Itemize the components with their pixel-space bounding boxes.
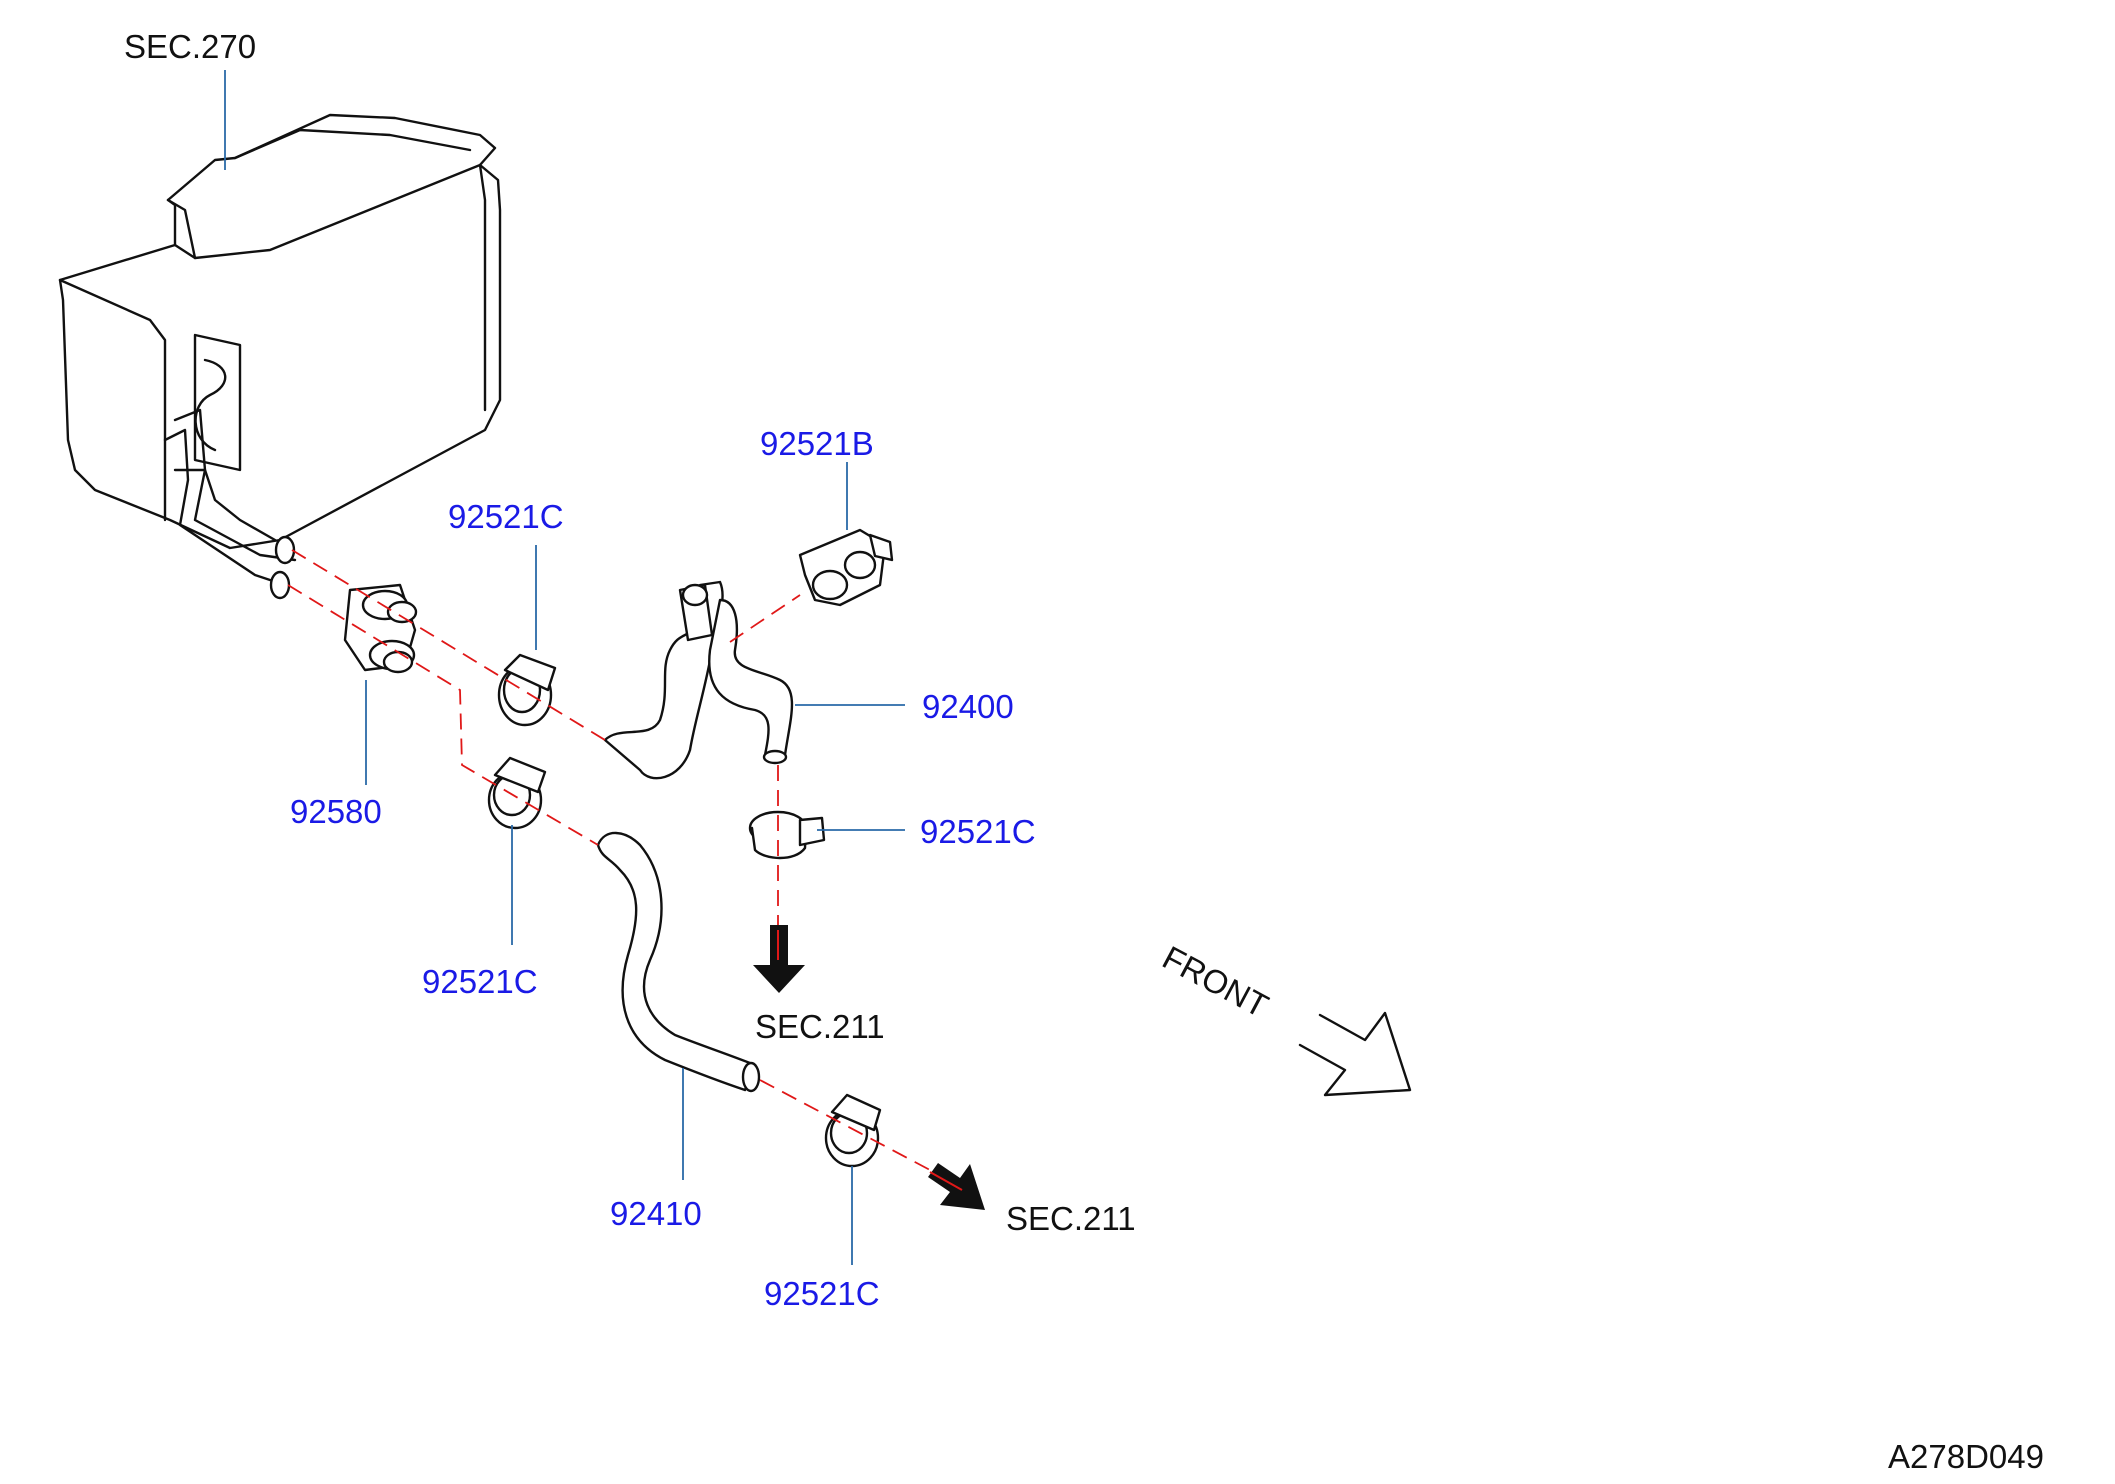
label-sec211-right: SEC.211	[1006, 1200, 1136, 1237]
label-92521c-left: 92521C	[422, 963, 538, 1000]
clamp-92521b	[798, 528, 894, 607]
label-92521c-upper: 92521C	[448, 498, 564, 535]
clamp-92521c-bottom	[824, 1093, 882, 1168]
label-92521c-bottom: 92521C	[764, 1275, 880, 1312]
clamp-92521c-left	[487, 756, 547, 830]
label-front: FRONT	[1157, 939, 1275, 1025]
label-92521b: 92521B	[760, 425, 874, 462]
label-sec211-down: SEC.211	[755, 1008, 885, 1045]
label-diagram-id: A278D049	[1888, 1438, 2044, 1475]
flow-arrow-down	[753, 925, 805, 993]
label-92580: 92580	[290, 793, 382, 830]
front-direction-arrow	[1298, 1011, 1412, 1097]
hose-92410	[596, 831, 761, 1093]
grommet-92580	[343, 583, 418, 674]
hose-92400	[603, 580, 794, 780]
label-92410: 92410	[610, 1195, 702, 1232]
label-92400: 92400	[922, 688, 1014, 725]
flow-arrow-right	[928, 1163, 985, 1210]
clamp-92521c-upper	[497, 653, 557, 727]
heater-unit	[58, 113, 502, 600]
clamp-92521c-right	[748, 810, 826, 860]
leader-lines	[224, 70, 905, 1265]
label-sec270: SEC.270	[124, 28, 256, 65]
centerlines	[287, 549, 931, 1171]
label-92521c-right: 92521C	[920, 813, 1036, 850]
